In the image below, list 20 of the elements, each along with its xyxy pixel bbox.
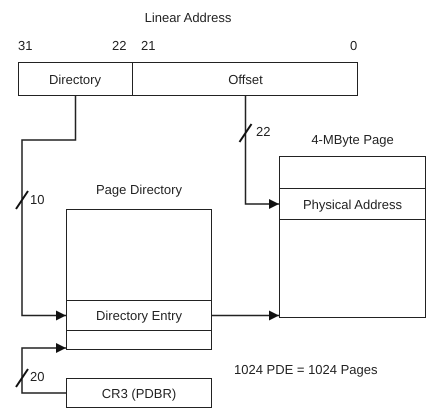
edge-label: 10: [29, 193, 46, 207]
edge-label: 20: [29, 370, 46, 384]
arrow: [21, 343, 66, 394]
bit-number: 0: [350, 38, 358, 53]
arrow: [212, 310, 279, 320]
register-box: CR3 (PDBR): [66, 378, 212, 408]
arrow: [244, 96, 279, 209]
arrow: [21, 96, 76, 320]
edge-label: 22: [255, 125, 272, 139]
bit-field: Offset: [133, 62, 358, 96]
bit-field: Directory: [18, 62, 133, 96]
bit-number: 31: [18, 38, 32, 53]
block-heading: Linear Address: [144, 10, 232, 25]
note-text: 1024 PDE = 1024 Pages: [234, 362, 378, 377]
bit-number: 21: [141, 38, 156, 53]
table-entry: Physical Address: [279, 188, 426, 220]
block-heading: 4-MByte Page: [310, 132, 395, 147]
table-entry: Directory Entry: [66, 300, 212, 331]
bit-number: 22: [112, 38, 126, 53]
block-heading: Page Directory: [95, 182, 183, 197]
